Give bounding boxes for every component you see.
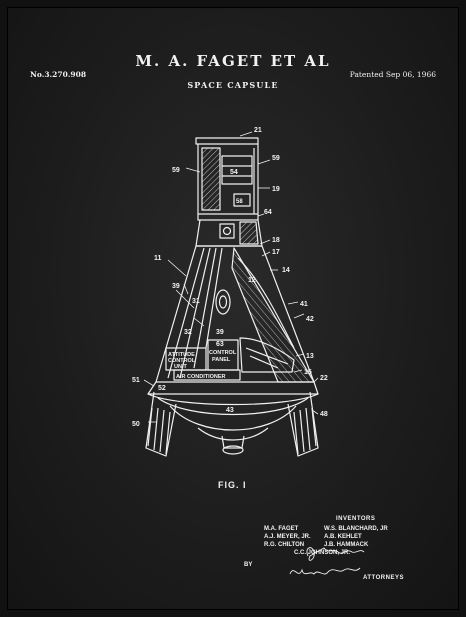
label-58: 58 <box>236 199 243 205</box>
label-39-lower: 39 <box>216 329 224 336</box>
label-59-right: 59 <box>272 155 280 162</box>
label-13: 13 <box>306 353 314 360</box>
label-39-upper: 39 <box>172 283 180 290</box>
capsule-cone <box>155 245 315 383</box>
control-panel-line1: CONTROL <box>209 350 237 356</box>
patent-date: Patented Sep 06, 1966 <box>349 70 436 79</box>
label-50: 50 <box>132 421 140 428</box>
capsule-drawing: 21 59 59 54 19 58 64 18 17 11 39 14 12 3… <box>132 127 365 575</box>
label-32: 32 <box>184 329 192 336</box>
label-12: 12 <box>248 277 256 284</box>
figure-label: FIG. I <box>218 480 247 490</box>
label-59-left: 59 <box>172 167 180 174</box>
patent-number: No.3.270.908 <box>30 70 87 79</box>
label-52: 52 <box>158 385 166 392</box>
label-22: 22 <box>320 375 328 382</box>
label-54: 54 <box>230 169 238 176</box>
recovery-compartment <box>195 219 263 247</box>
antenna-canister <box>195 137 259 221</box>
patent-subtitle: SPACE CAPSULE <box>187 80 279 90</box>
patent-poster: No.3.270.908 M. A. FAGET ET AL SPACE CAP… <box>8 8 458 609</box>
leader-lines <box>143 131 319 423</box>
label-21: 21 <box>254 127 262 134</box>
left-pod <box>145 391 177 457</box>
attitude-panel-line3: UNIT <box>174 364 187 370</box>
inventor-name: M.A. FAGET <box>264 526 299 532</box>
inventor-name: A.J. MEYER, JR. <box>264 534 311 540</box>
attitude-panel-line1: ATTITUDE <box>168 352 195 358</box>
label-19: 19 <box>272 186 280 193</box>
signature-2 <box>289 567 361 575</box>
label-51: 51 <box>132 377 140 384</box>
inventor-name: J.B. HAMMACK <box>324 542 369 548</box>
attorneys-label: ATTORNEYS <box>363 575 404 581</box>
label-18: 18 <box>272 237 280 244</box>
right-pod <box>287 391 319 457</box>
label-31: 31 <box>192 298 200 305</box>
label-11: 11 <box>154 255 162 262</box>
label-63: 63 <box>216 341 224 348</box>
label-48: 48 <box>320 411 328 418</box>
label-41: 41 <box>300 301 308 308</box>
inventor-name: W.S. BLANCHARD, JR <box>324 526 388 532</box>
heat-shield <box>147 381 319 455</box>
attitude-panel-line2: CONTROL <box>168 358 196 364</box>
patent-title: M. A. FAGET ET AL <box>135 52 331 70</box>
instrument-panels <box>165 339 241 381</box>
control-panel-line2: PANEL <box>212 357 231 363</box>
inventors-heading: INVENTORS <box>336 516 376 522</box>
label-15: 15 <box>304 369 312 376</box>
inventor-name: C.C. JOHNSON, JR. <box>294 550 351 556</box>
label-17: 17 <box>272 249 280 256</box>
label-14: 14 <box>282 267 290 274</box>
inventor-name: R.G. CHILTON <box>264 542 305 548</box>
by-label: BY <box>244 562 253 568</box>
label-43: 43 <box>226 407 234 414</box>
inventor-name: A.B. KEHLET <box>324 534 362 540</box>
signature-1 <box>306 547 365 561</box>
air-conditioner-label: AIR CONDITIONER <box>176 374 226 380</box>
label-42: 42 <box>306 316 314 323</box>
label-64: 64 <box>264 209 272 216</box>
